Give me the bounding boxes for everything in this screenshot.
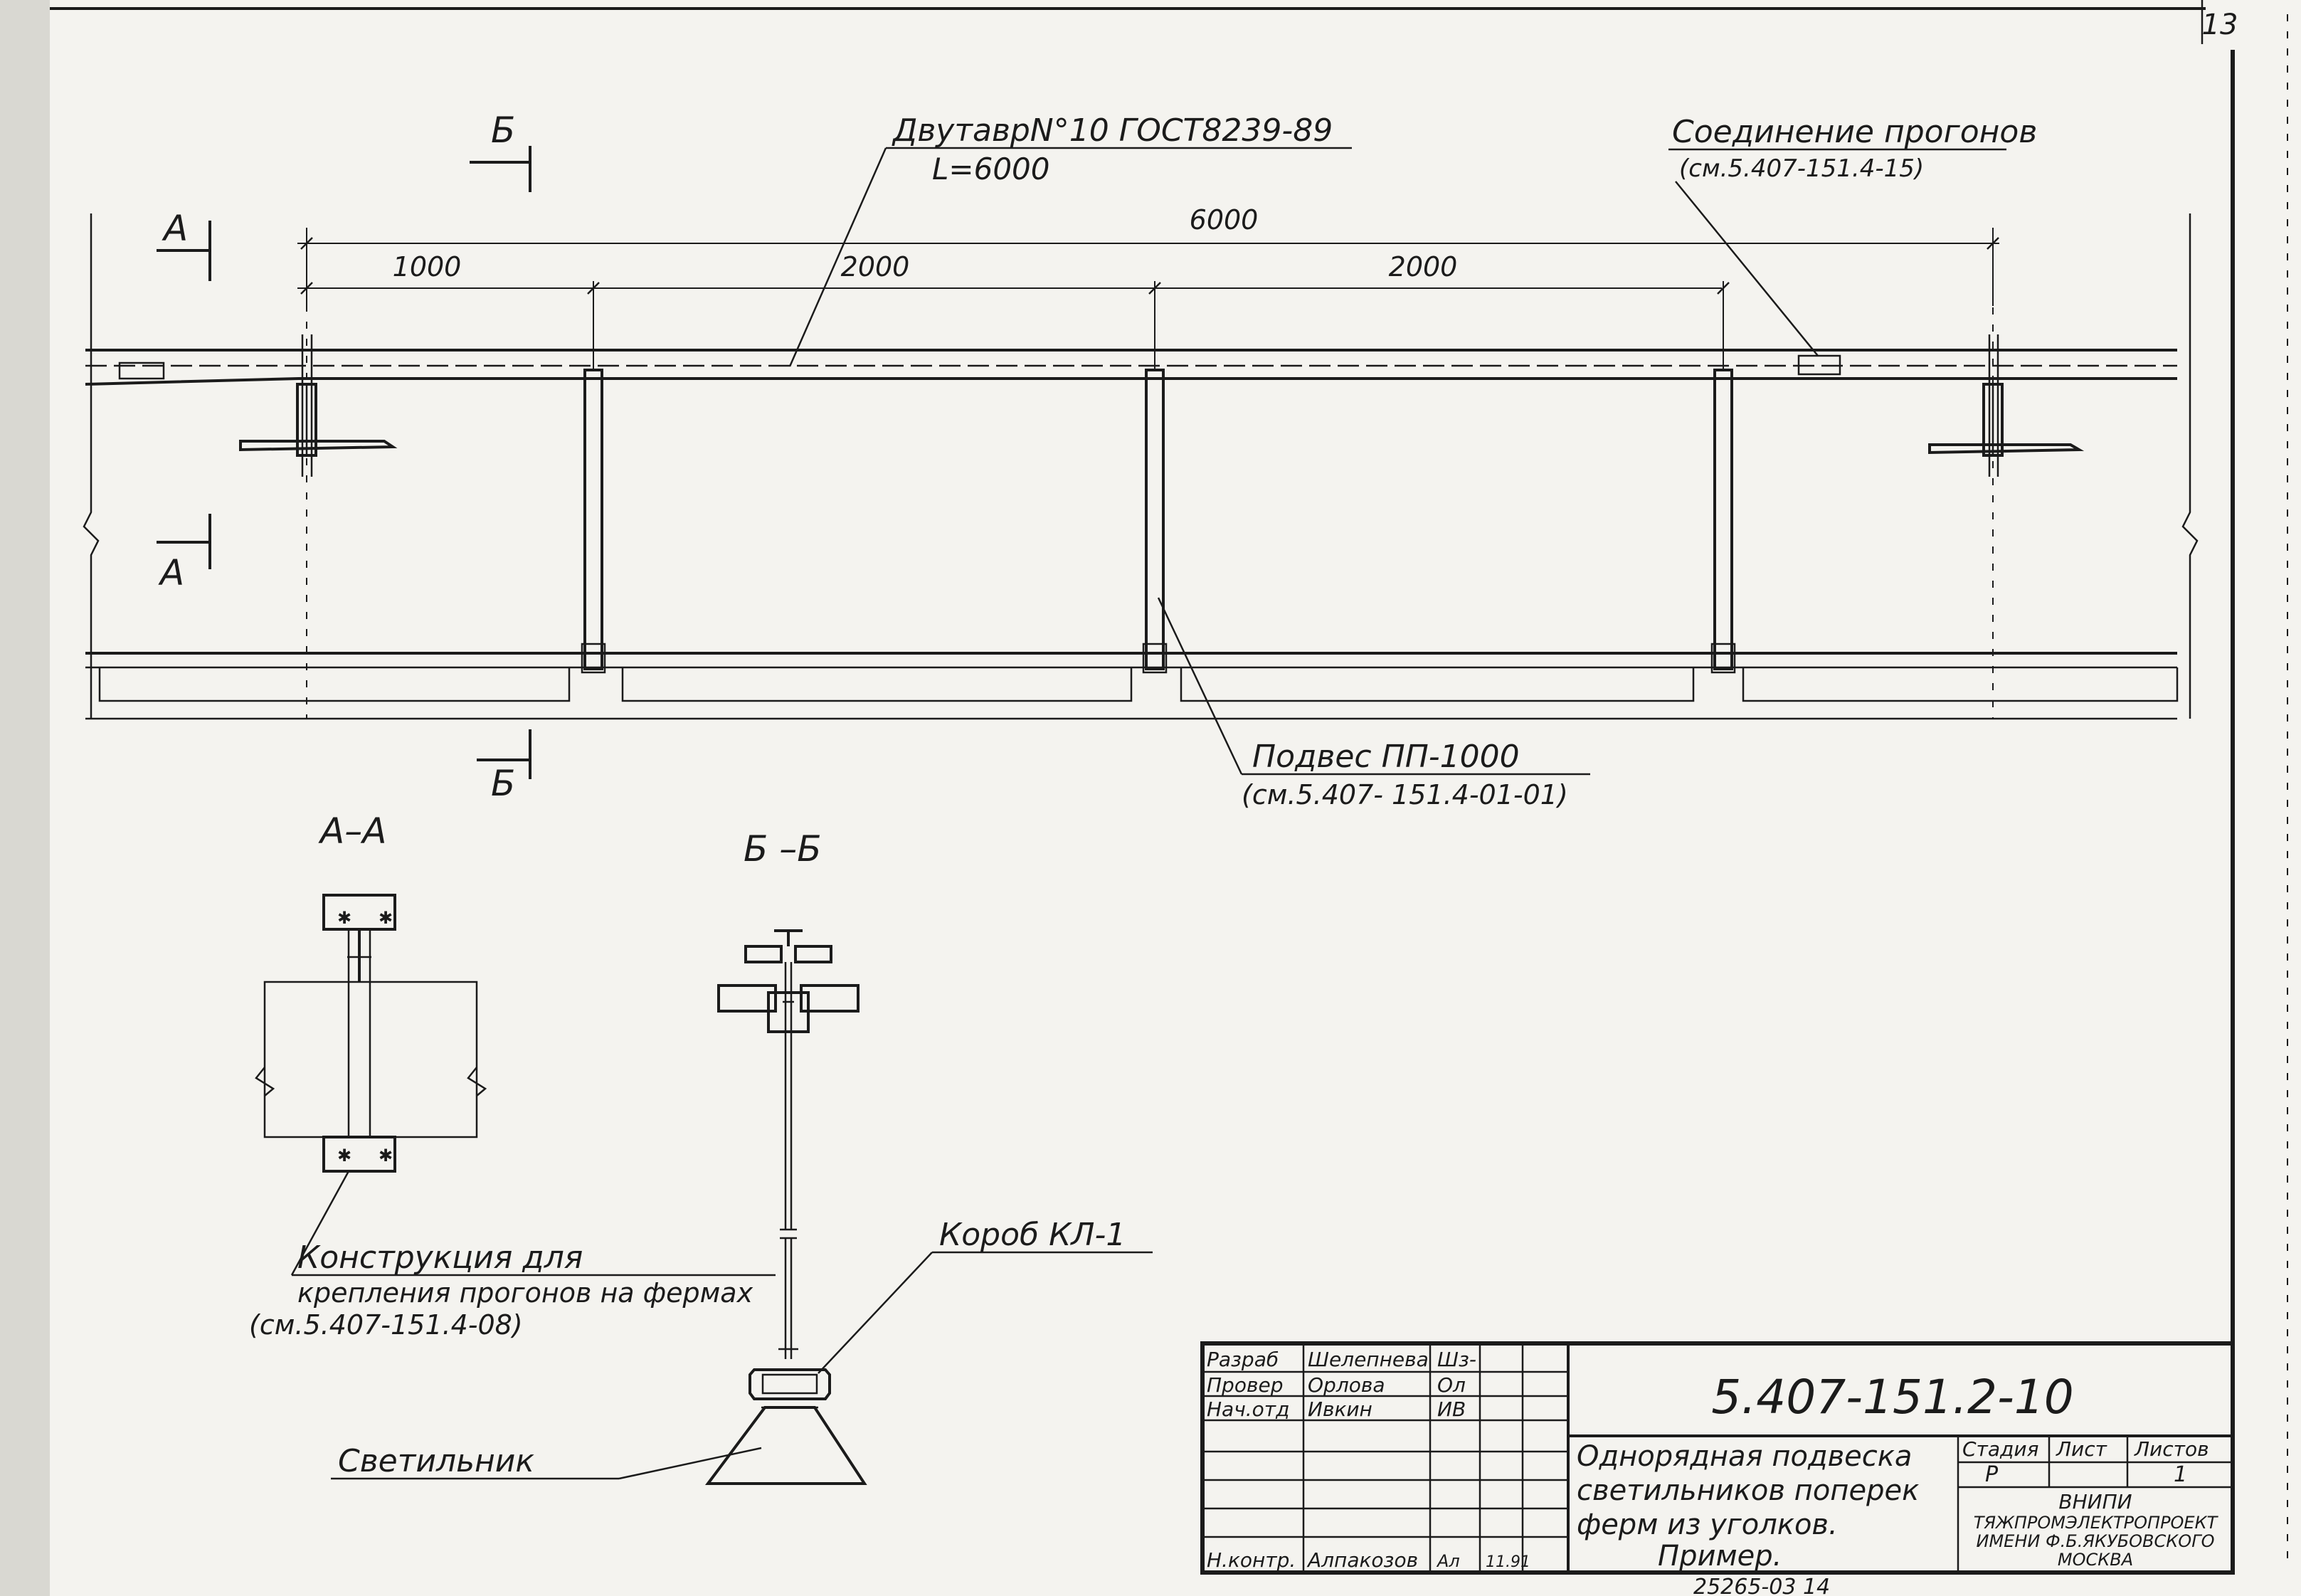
tb-role-3: Нач.отд [1207,1397,1289,1421]
svg-text:Короб КЛ-1: Короб КЛ-1 [939,1217,1126,1253]
dim-1000: 1000 [393,251,462,282]
tb-org-3: ИМЕНИ Ф.Б.ЯКУБОВСКОГО [1977,1531,2215,1551]
truss-chord-angle-3 [1180,667,1695,702]
dim-2000-a: 2000 [841,251,910,282]
left-purlin-mount [239,270,398,719]
page-number: 13 [2202,9,2238,41]
svg-text:Б: Б [491,110,515,151]
tb-sign-1: Шз- [1437,1348,1476,1371]
purlin-joint-plate [1797,354,1841,376]
section-bb-drawing [705,929,867,1485]
tb-role-8: Н.контр. [1207,1548,1296,1572]
tb-date-8: 11.91 [1486,1553,1530,1571]
svg-text:крепления прогонов на фермах: крепления прогонов на фермах [297,1277,753,1309]
section-marker-a-bottom: А [157,514,211,593]
tb-description-4: Пример. [1658,1540,1782,1573]
mount-construction-label: Конструкция для крепления прогонов на фе… [249,1170,776,1341]
svg-text:А: А [158,552,184,593]
tb-stage-value: Р [1985,1462,1999,1487]
tb-sign-8: Ал [1436,1551,1460,1571]
dim-total: 6000 [1190,204,1259,236]
title-block [1200,1341,2235,1575]
hanger-2 [1142,369,1168,674]
hanger-label: Подвес ПП-1000 (см.5.407- 151.4-01-01) [1157,597,1590,810]
svg-text:✱: ✱ [379,1146,393,1166]
hanger-3 [1710,369,1736,674]
truss-chord-angle-1 [98,667,571,702]
svg-text:Соединение прогонов: Соединение прогонов [1672,114,2037,150]
tb-description-3: ферм из уголков. [1577,1508,1838,1541]
svg-text:Подвес ПП-1000: Подвес ПП-1000 [1252,739,1520,775]
tb-name-1: Шелепнева [1308,1348,1429,1371]
tb-role-2: Провер [1207,1373,1283,1397]
section-marker-b-top: Б [470,110,531,192]
svg-text:(см.5.407-151.4-15): (см.5.407-151.4-15) [1679,154,1924,183]
section-aa-drawing: ✱ ✱ ✱ ✱ [255,894,487,1173]
tb-name-8: Алпакозов [1306,1548,1418,1572]
tb-sheet-label: Лист [2056,1437,2107,1461]
svg-text:✱: ✱ [337,1146,351,1166]
section-marker-a-top: А [157,208,211,281]
tb-sheets-value: 1 [2174,1462,2187,1487]
section-aa-title: А–А [318,810,386,852]
binding-edge [0,0,50,1596]
beam-label: ДвутаврN°10 ГОСТ8239-89 L=6000 [788,112,1352,367]
purlin-joint-label: Соединение прогонов (см.5.407-151.4-15) [1668,114,2037,356]
svg-text:(см.5.407-151.4-08): (см.5.407-151.4-08) [249,1309,523,1341]
tb-name-3: Ивкин [1308,1397,1372,1421]
tb-sign-2: Ол [1437,1373,1466,1397]
svg-text:✱: ✱ [379,908,393,928]
svg-text:ДвутаврN°10 ГОСТ8239-89: ДвутаврN°10 ГОСТ8239-89 [892,112,1333,149]
tb-name-2: Орлова [1308,1373,1385,1397]
section-bb-title: Б –Б [744,828,822,870]
svg-text:L=6000: L=6000 [932,152,1049,186]
tb-org-4: МОСКВА [2058,1550,2133,1570]
tb-doc-code: 5.407-151.2-10 [1711,1370,2074,1425]
dimension-lines [297,228,1999,370]
svg-text:Конструкция для: Конструкция для [297,1240,583,1276]
svg-text:Светильник: Светильник [338,1443,534,1479]
tb-org-2: ТЯЖПРОМЭЛЕКТРОПРОЕКТ [1974,1513,2219,1533]
dim-2000-b: 2000 [1389,251,1458,282]
section-marker-b-bottom: Б [477,729,531,804]
svg-text:А: А [162,208,188,249]
hanger-1 [581,369,606,674]
tb-stage-label: Стадия [1962,1437,2038,1461]
break-line-right [2181,213,2199,719]
break-line-left [83,213,100,719]
lamp-label: Светильник [331,1443,762,1480]
tb-sheets-label: Листов [2134,1437,2209,1461]
beam-left-plate [118,361,165,380]
tb-description-1: Однорядная подвеска [1577,1440,1912,1473]
svg-text:(см.5.407- 151.4-01-01): (см.5.407- 151.4-01-01) [1242,779,1568,810]
svg-text:Б: Б [491,763,515,804]
tb-sign-3: ИВ [1437,1397,1466,1421]
right-purlin-mount [1928,256,2085,719]
ibeam-bottom-flange [85,377,2177,386]
main-elevation [83,213,2199,720]
tb-org-1: ВНИПИ [2058,1490,2132,1513]
truss-chord-angle-2 [621,667,1133,702]
svg-text:✱: ✱ [337,908,351,928]
box-label: Короб КЛ-1 [818,1217,1153,1374]
truss-chord-angle-4 [1742,667,2179,702]
archive-number: 25265-03 14 [1693,1575,1830,1596]
tb-description-2: светильников поперек [1577,1474,1919,1507]
tb-role-1: Разраб [1207,1348,1279,1371]
